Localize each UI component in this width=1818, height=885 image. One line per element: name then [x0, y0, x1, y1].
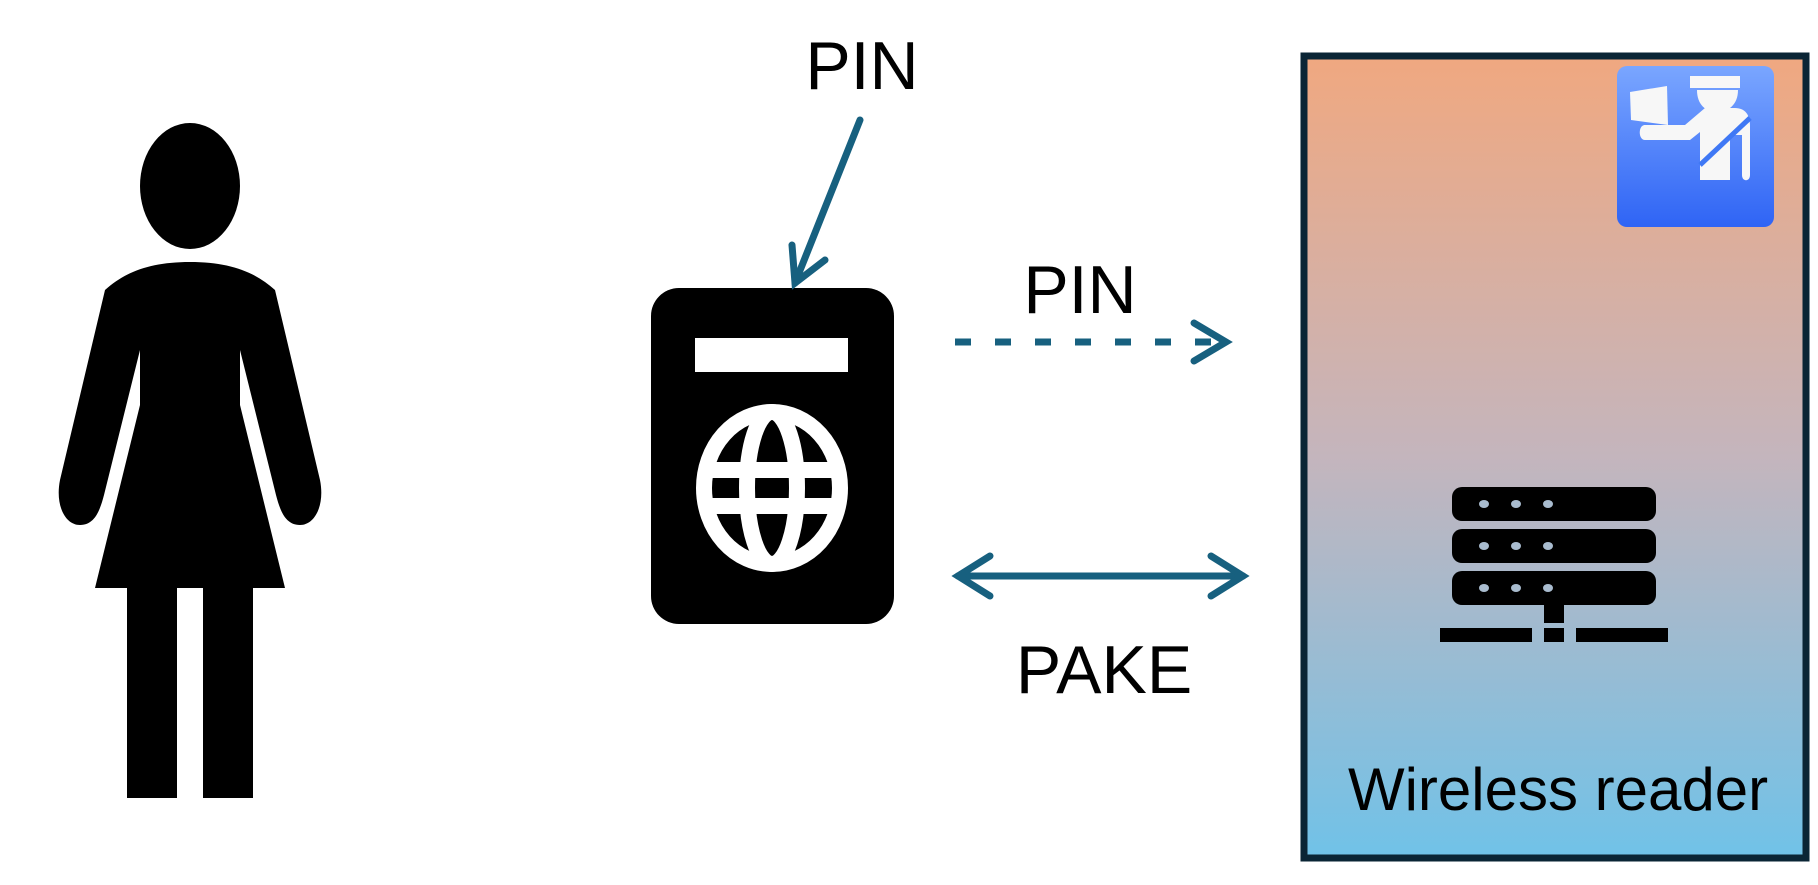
passport-icon [651, 288, 894, 624]
person-icon [58, 123, 322, 798]
border-officer-icon [1617, 66, 1774, 227]
pin-dashed-arrow [955, 319, 1233, 365]
wireless-reader-box: Wireless reader [1300, 52, 1810, 862]
pake-double-arrow [951, 552, 1250, 600]
server-icon [1440, 487, 1668, 642]
pake-label: PAKE [1016, 632, 1192, 708]
pin-transfer-label: PIN [1023, 252, 1136, 328]
wireless-reader-label: Wireless reader [1348, 756, 1768, 823]
pin-entry-arrow [788, 116, 864, 290]
pin-input-label: PIN [805, 28, 918, 104]
